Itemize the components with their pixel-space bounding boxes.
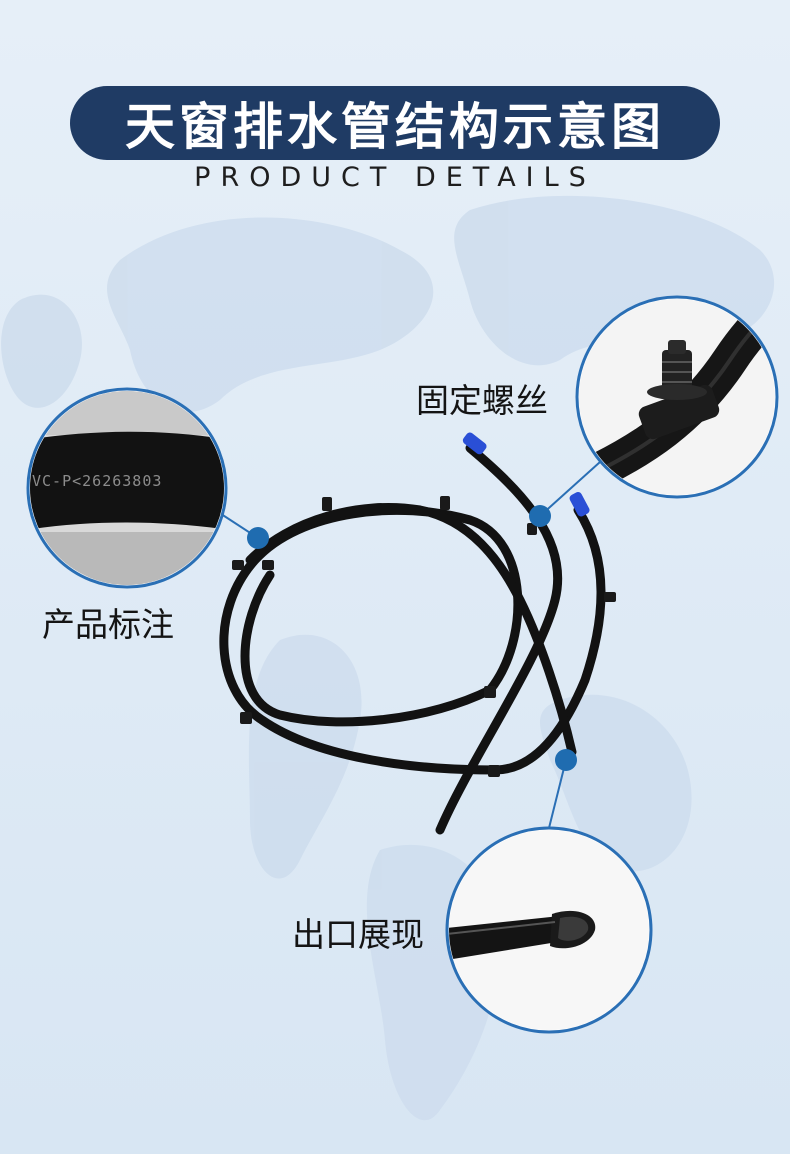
tube-clips (232, 496, 616, 777)
screw-label: 固定螺丝 (416, 381, 548, 420)
tube-print-text: VC-P<26263803 (32, 472, 162, 490)
page-title: 天窗排水管结构示意图 (125, 98, 665, 156)
tube-outlet-icon (449, 910, 596, 960)
callout-dots (247, 505, 577, 771)
screw-zoom-circle (575, 295, 779, 499)
outlet-label: 出口展现 (292, 915, 424, 954)
drain-tube (219, 443, 606, 835)
marking-label: 产品标注 (42, 605, 174, 644)
marking-zoom-circle: VC-P<26263803 (26, 387, 228, 589)
screw-clip-icon (638, 340, 720, 440)
page-subtitle: PRODUCT DETAILS (194, 162, 596, 193)
outlet-zoom-circle (445, 826, 653, 1034)
blue-end-caps (462, 432, 590, 517)
title-banner: 天窗排水管结构示意图 (70, 86, 720, 160)
